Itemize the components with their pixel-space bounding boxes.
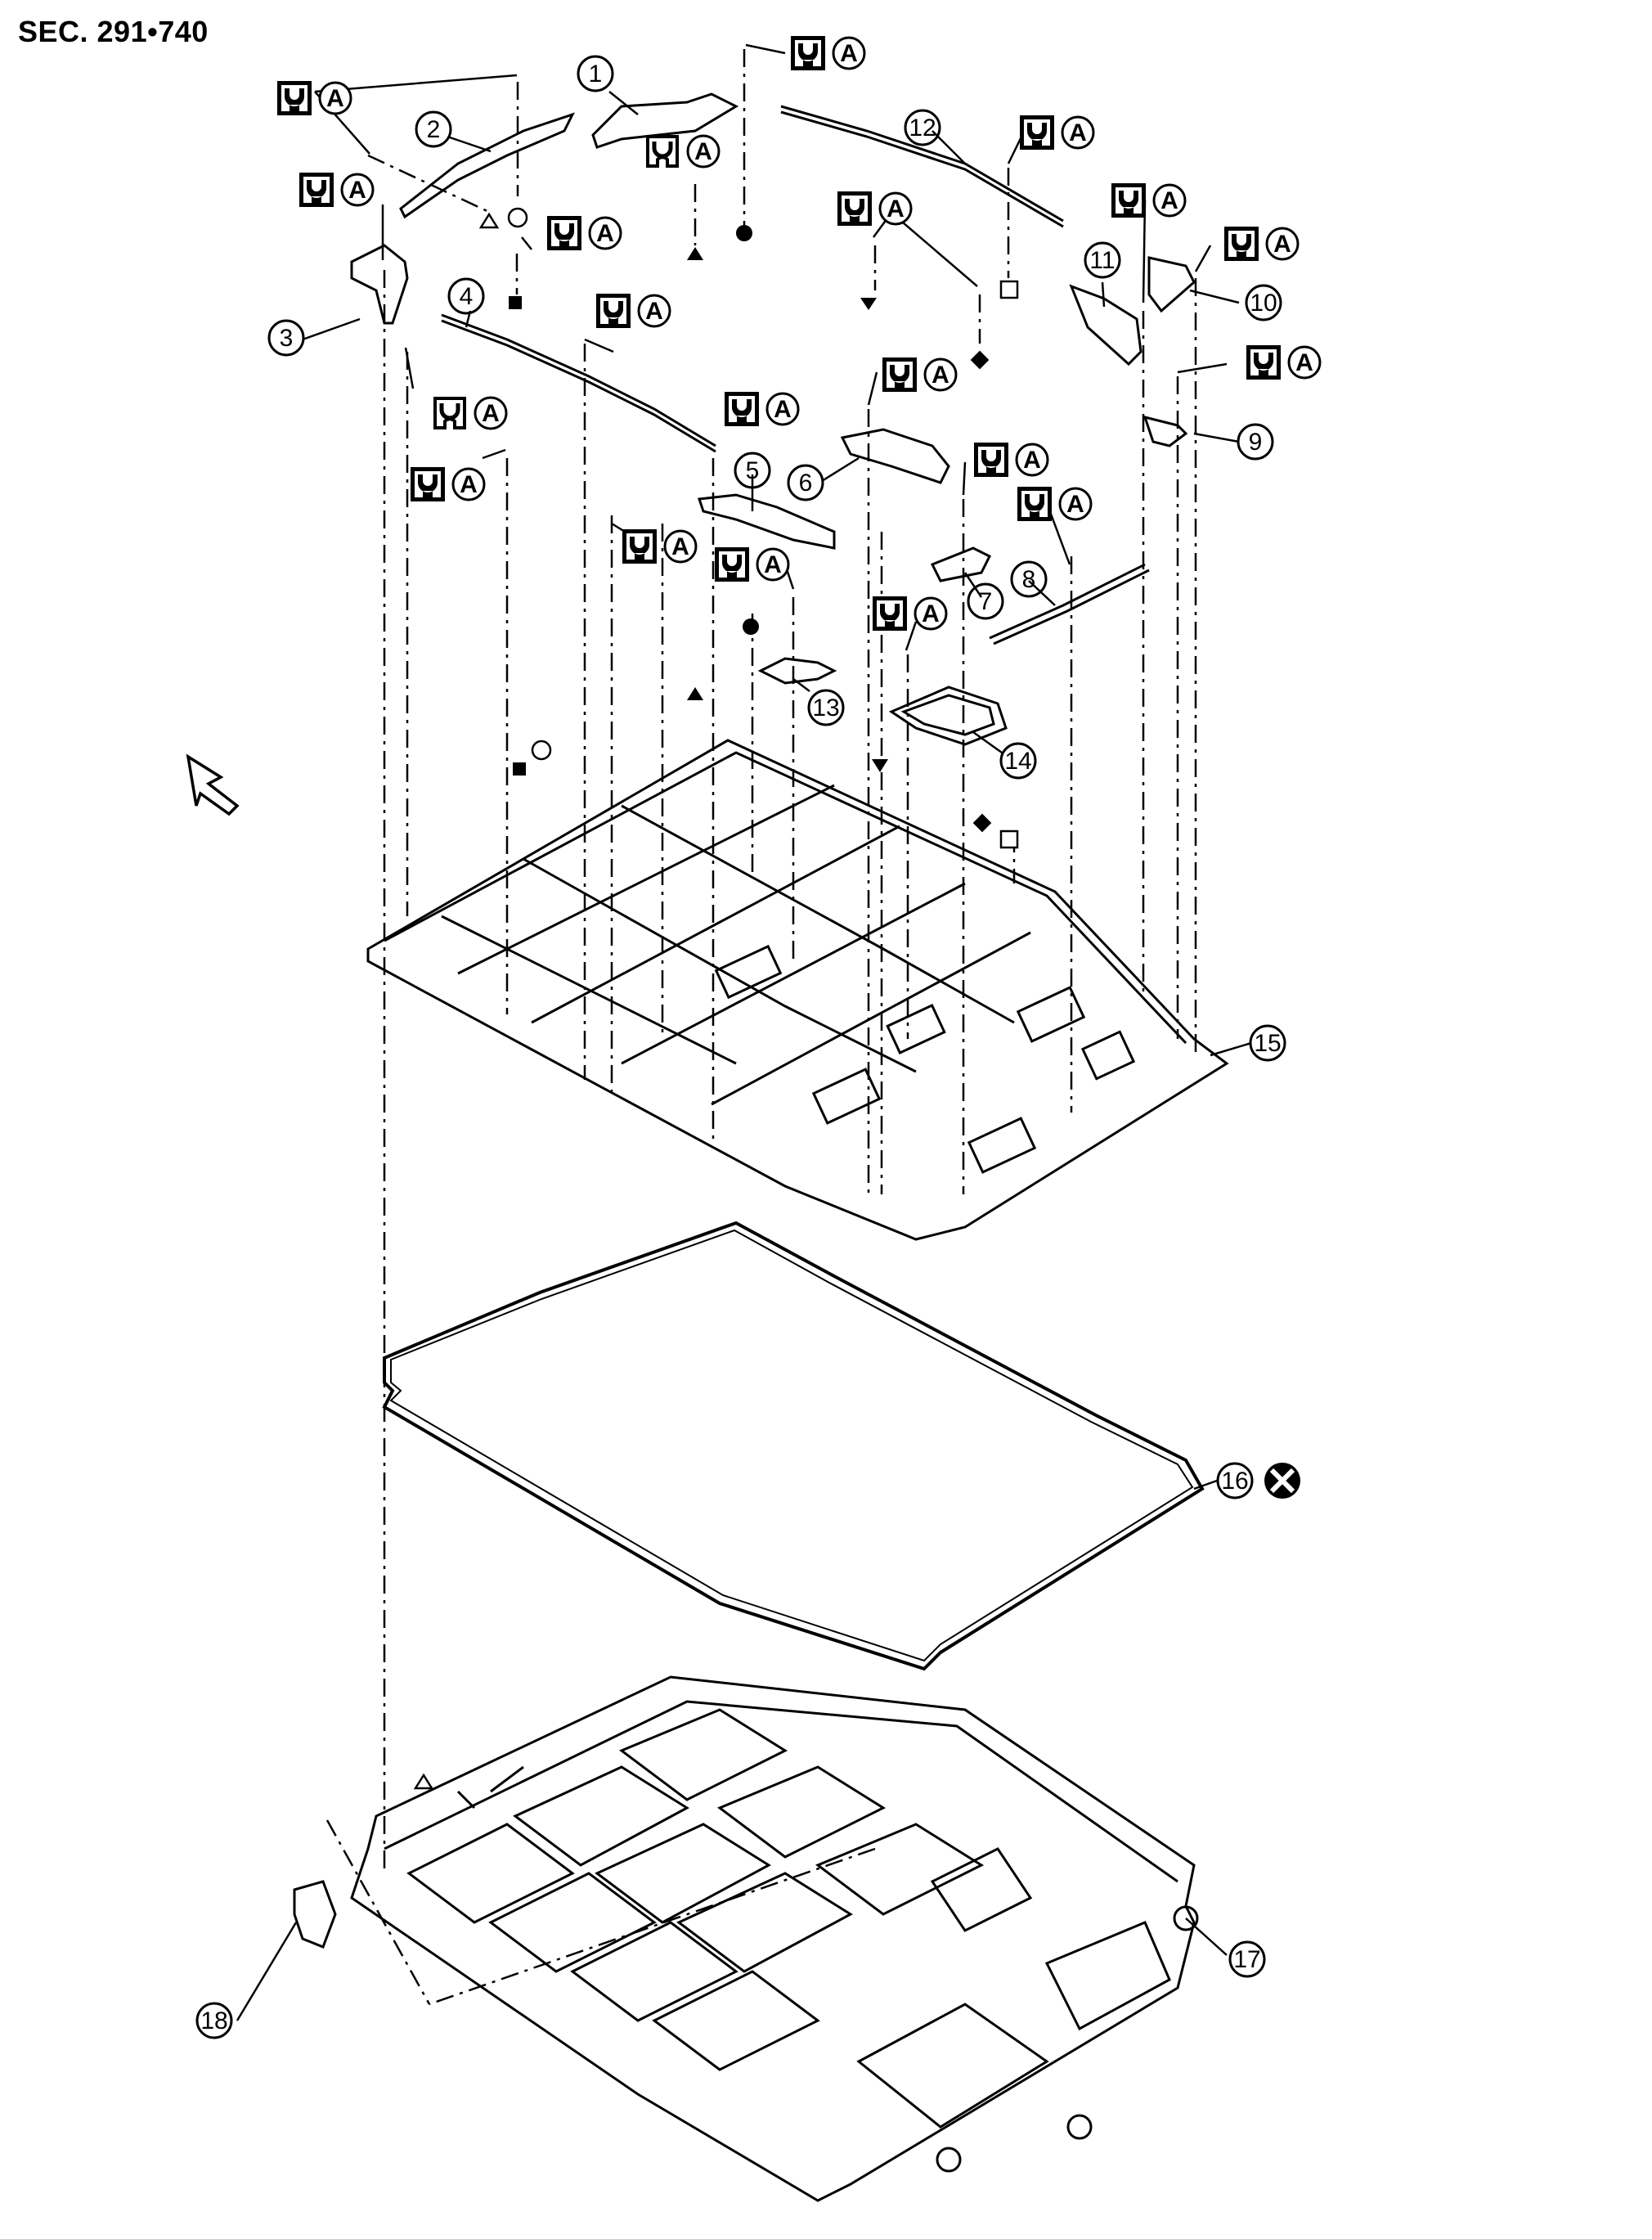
tighten-torque-icon: A [435, 396, 508, 430]
tighten-torque-icon: A [882, 357, 958, 392]
callout-6: 6 [787, 464, 824, 501]
callout-leaders [236, 91, 1252, 2021]
callout-number: 5 [746, 457, 760, 484]
callout-number: 12 [909, 115, 936, 142]
torque-letter: A [922, 600, 940, 627]
callout-1: 1 [577, 55, 614, 92]
torque-letter: A [460, 471, 478, 498]
torque-letter: A [326, 85, 344, 112]
callout-number: 2 [427, 116, 441, 143]
callout-number: 8 [1022, 566, 1036, 593]
torque-letter: A [645, 298, 663, 325]
torque-letter: A [887, 196, 905, 223]
torque-letter: A [1273, 231, 1291, 258]
tighten-torque-icon: A [873, 596, 948, 631]
callout-4: 4 [447, 277, 485, 315]
torque-letter: A [1069, 119, 1087, 146]
callout-16: 16 [1216, 1462, 1254, 1499]
callout-number: 9 [1249, 429, 1263, 456]
callout-13: 13 [807, 689, 845, 726]
callout-number: 13 [812, 695, 839, 722]
do-not-reuse-icon [1264, 1463, 1300, 1499]
callout-number: 17 [1233, 1946, 1260, 1973]
callout-number: 11 [1089, 247, 1115, 274]
tighten-torque-icon: A [596, 294, 671, 328]
callout-number: 10 [1250, 290, 1277, 317]
tighten-torque-icon: A [725, 392, 800, 426]
torque-letter: A [931, 362, 949, 389]
callout-3: 3 [267, 319, 305, 357]
callout-number: 18 [200, 2007, 227, 2034]
torque-letter: A [482, 400, 500, 427]
torque-letter: A [764, 551, 782, 578]
tighten-torque-icon: A [791, 36, 866, 70]
callout-number: 7 [979, 588, 993, 615]
callout-12: 12 [904, 109, 941, 146]
tighten-torque-icon: A [299, 173, 375, 207]
callout-number: 3 [280, 325, 294, 352]
callout-11: 11 [1084, 241, 1121, 279]
torque-letter: A [348, 177, 366, 204]
torque-letter: A [1160, 187, 1178, 214]
tighten-torque-icon: A [622, 529, 698, 564]
tighten-torque-icon: A [1246, 345, 1322, 380]
callout-number: 4 [460, 283, 474, 310]
callout-9: 9 [1237, 423, 1274, 461]
tighten-torque-icon: A [715, 547, 790, 582]
callout-number: 1 [589, 61, 603, 88]
tighten-torque-icon: A [1020, 115, 1095, 150]
callout-18: 18 [195, 2002, 233, 2039]
torque-letter: A [1066, 491, 1084, 518]
torque-letter: A [1023, 447, 1041, 474]
callout-10: 10 [1245, 284, 1282, 321]
callout-7: 7 [967, 582, 1004, 620]
tighten-torque-icon: A [1111, 183, 1187, 218]
callout-number: 6 [799, 470, 813, 497]
tighten-torque-icon: A [837, 191, 913, 226]
callout-17: 17 [1228, 1940, 1266, 1978]
torque-letter: A [694, 138, 712, 165]
torque-letter: A [1295, 349, 1313, 376]
torque-letter: A [840, 40, 858, 67]
callout-number: 16 [1221, 1468, 1248, 1495]
tighten-torque-icon: A [411, 467, 486, 501]
callout-14: 14 [999, 742, 1037, 780]
tighten-torque-icon: A [974, 443, 1049, 477]
tighten-torque-icon: A [547, 216, 622, 250]
tighten-torque-icon: A [1224, 227, 1300, 261]
torque-letter: A [774, 396, 792, 423]
torque-letter: A [671, 533, 689, 560]
tighten-torque-icon: A [277, 81, 352, 115]
callout-number: 14 [1004, 748, 1031, 775]
torque-letter: A [596, 220, 614, 247]
tighten-torque-icon: A [648, 134, 721, 169]
callout-2: 2 [415, 110, 452, 148]
callout-15: 15 [1249, 1024, 1286, 1062]
tighten-torque-icon: A [1017, 487, 1093, 521]
callout-number: 15 [1254, 1030, 1281, 1057]
section-title: SEC. 291•740 [18, 15, 209, 48]
